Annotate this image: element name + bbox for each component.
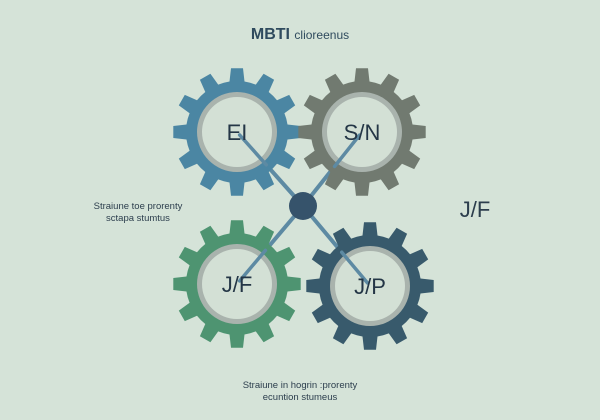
gear-sn-spoke bbox=[332, 133, 362, 169]
caption-bottom-line-2: ecuntion stumeus bbox=[262, 392, 338, 403]
title-main: MBTI bbox=[250, 26, 290, 43]
gear-sn-face bbox=[327, 97, 397, 167]
title-sub: clioreenus bbox=[294, 28, 350, 42]
gear-jp-spoke bbox=[339, 250, 370, 285]
gears-group: EI S/N J/F J/P bbox=[173, 68, 434, 350]
gear-ei-label: EI bbox=[227, 120, 248, 145]
side-label-jf: J/F bbox=[459, 197, 491, 222]
page-title: MBTI clioreenus bbox=[0, 26, 600, 44]
caption-bottom: Straiune in hogrin :prorenty ecuntion st… bbox=[200, 380, 400, 404]
gear-jp: J/P bbox=[306, 222, 434, 350]
caption-left-line-2: sctapa stumtus bbox=[106, 213, 170, 224]
caption-bottom-line-1: Straiune in hogrin :prorenty bbox=[242, 380, 358, 391]
gear-jf-face bbox=[202, 249, 272, 319]
center-hub bbox=[289, 192, 317, 220]
gear-jp-label: J/P bbox=[354, 274, 386, 299]
gear-ei: EI bbox=[173, 68, 301, 196]
gear-sn: S/N bbox=[298, 68, 426, 196]
gear-jf-label: J/F bbox=[222, 272, 253, 297]
caption-left: Straiune toe prorenty sctapa stumtus bbox=[58, 201, 218, 225]
gear-jf: J/F bbox=[173, 220, 301, 348]
gear-jp-face bbox=[335, 251, 405, 321]
gear-jf-spoke bbox=[237, 248, 268, 283]
gear-ei-spoke bbox=[237, 133, 269, 167]
caption-left-line-1: Straiune toe prorenty bbox=[93, 201, 183, 212]
gear-sn-label: S/N bbox=[344, 120, 381, 145]
